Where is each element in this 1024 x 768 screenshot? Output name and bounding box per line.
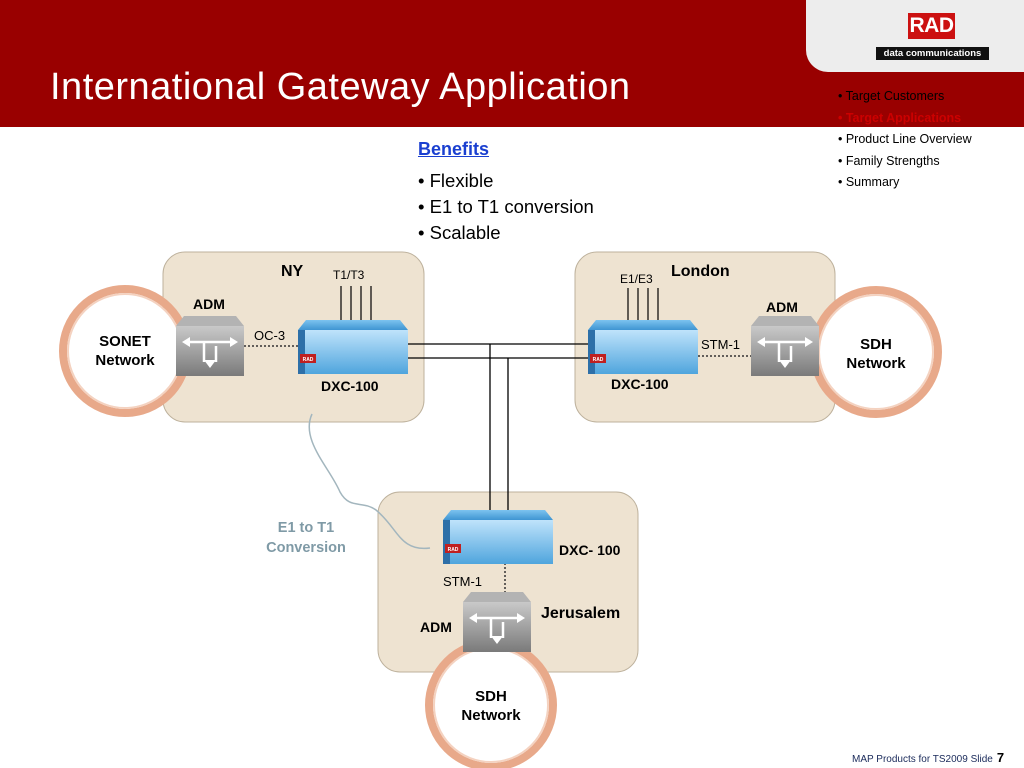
london-dxc-device: RAD [588,320,698,374]
rad-logo: RAD [908,13,955,39]
benefit-item: • Flexible [418,170,494,191]
jerusalem-adm-label: ADM [420,619,452,635]
ny-tributary-label: T1/T3 [333,268,365,282]
logo-tagline: data communications [876,47,989,60]
ny-link-label: OC-3 [254,328,286,343]
jerusalem-dxc-label: DXC- 100 [559,542,621,558]
london-adm-icon [751,316,819,376]
nav-item-target-applications[interactable]: • Target Applications [838,110,962,125]
slide-title: International Gateway Application [50,66,631,108]
london-link-label: STM-1 [701,337,740,352]
london-adm-label: ADM [766,299,798,315]
svg-text:RAD: RAD [593,357,604,363]
nav-item-summary[interactable]: • Summary [838,175,900,189]
ny-dxc-device: RAD [298,320,408,374]
svg-text:RAD: RAD [448,547,459,553]
jerusalem-city-label: Jerusalem [541,605,621,622]
london-sdh-network-ring [810,286,942,418]
jerusalem-link-label: STM-1 [443,574,482,589]
london-city-label: London [671,263,730,280]
london-dxc-label: DXC-100 [611,376,669,392]
ny-dxc-label: DXC-100 [321,378,379,394]
benefits-list: • Flexible • E1 to T1 conversion • Scala… [418,168,594,246]
section-nav: • Target Customers • Target Applications… [838,86,1024,194]
nav-item-product-line-overview[interactable]: • Product Line Overview [838,132,972,146]
trunk-links [408,343,590,514]
nav-item-target-customers[interactable]: • Target Customers [838,89,945,103]
nav-item-family-strengths[interactable]: • Family Strengths [838,153,940,168]
ny-city-label: NY [281,263,304,280]
slide-number: 7 [996,750,1005,765]
london-tributary-lines [627,288,659,322]
london-tributary-label: E1/E3 [620,272,653,286]
footer-text: MAP Products for TS2009 Slide [852,754,993,765]
svg-text:RAD: RAD [303,357,314,363]
ny-adm-label: ADM [193,296,225,312]
conversion-callout-line [308,413,431,550]
jerusalem-dxc-device: RAD [443,510,553,564]
benefit-item: • Scalable [418,222,501,243]
ny-adm-icon [176,316,244,376]
ny-tributary-lines [340,286,372,320]
benefit-item: • E1 to T1 conversion [418,196,594,217]
jerusalem-adm-icon [463,592,531,652]
benefits-heading: Benefits [418,139,490,159]
